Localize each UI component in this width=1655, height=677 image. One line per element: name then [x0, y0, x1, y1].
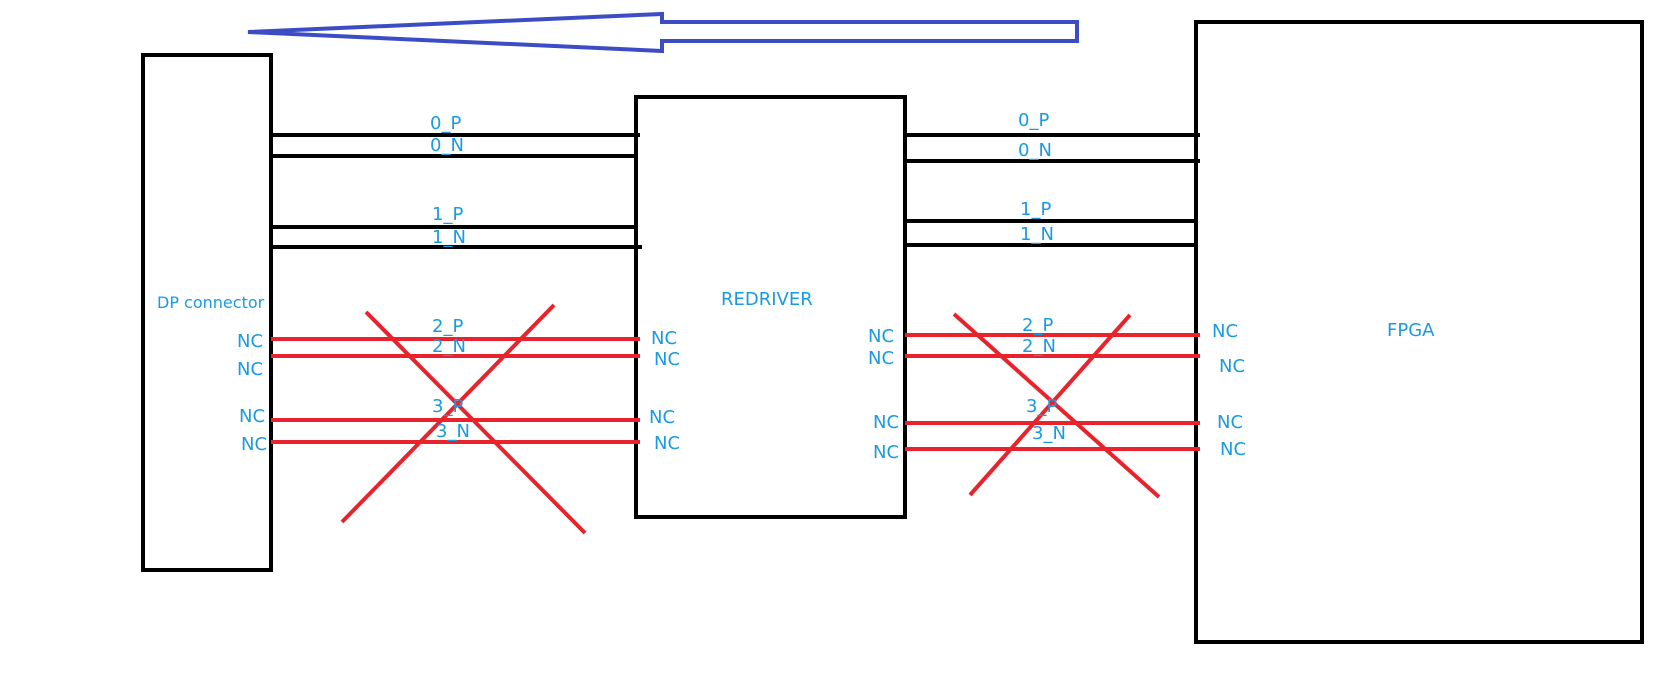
nc-label: NC: [649, 407, 675, 428]
nc-label: NC: [868, 326, 894, 347]
nc-label: NC: [651, 328, 677, 349]
right-lane-3n-label: 3_N: [1032, 423, 1066, 444]
nc-label: NC: [873, 412, 899, 433]
nc-label: NC: [873, 442, 899, 463]
right-lane-2p-label: 2_P: [1022, 315, 1053, 336]
dp-connector-label: DP connector: [157, 293, 265, 312]
left-lane-3p-label: 3_P: [432, 396, 463, 417]
right-lane-2n-label: 2_N: [1022, 336, 1056, 357]
left-active-wires: [271, 133, 642, 249]
nc-label: NC: [1219, 356, 1245, 377]
nc-label: NC: [237, 331, 263, 352]
nc-label: NC: [1217, 412, 1243, 433]
left-lane-1n-label: 1_N: [432, 227, 466, 248]
fpga-label: FPGA: [1387, 320, 1435, 341]
nc-label: NC: [1220, 439, 1246, 460]
redriver-box: [634, 95, 907, 519]
nc-label: NC: [654, 349, 680, 370]
right-lane-0n-label: 0_N: [1018, 140, 1052, 161]
right-lane-0p-label: 0_P: [1018, 110, 1049, 131]
left-lane-2n-label: 2_N: [432, 336, 466, 357]
right-cross-icon: [952, 312, 1161, 499]
nc-label: NC: [241, 434, 267, 455]
right-lane-1p-label: 1_P: [1020, 199, 1051, 220]
nc-label: NC: [239, 406, 265, 427]
nc-label: NC: [1212, 321, 1238, 342]
left-lane-1p-label: 1_P: [432, 204, 463, 225]
right-lane-1n-label: 1_N: [1020, 224, 1054, 245]
left-arrow-icon: [247, 11, 1079, 54]
left-lane-0n-label: 0_N: [430, 135, 464, 156]
right-nc-wires: [905, 333, 1200, 451]
fpga-box: [1194, 20, 1644, 644]
dp-connector-box: [141, 53, 273, 572]
nc-label: NC: [868, 348, 894, 369]
left-lane-3n-label: 3_N: [436, 421, 470, 442]
nc-label: NC: [654, 433, 680, 454]
left-nc-wires: [271, 337, 640, 444]
nc-label: NC: [237, 359, 263, 380]
left-cross-icon: [340, 303, 587, 535]
right-lane-3p-label: 3_P: [1026, 396, 1057, 417]
right-active-wires: [905, 133, 1200, 247]
redriver-label: REDRIVER: [721, 289, 813, 310]
left-lane-2p-label: 2_P: [432, 316, 463, 337]
left-lane-0p-label: 0_P: [430, 113, 461, 134]
